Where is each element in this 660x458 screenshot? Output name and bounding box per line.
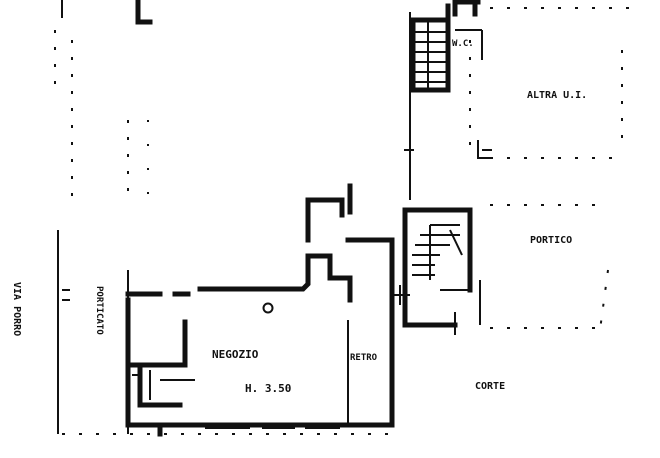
height-label: H. 3.50 [245, 382, 291, 395]
negozio-walls [125, 183, 410, 437]
via-porro-label: VIA PORRO [11, 282, 22, 336]
lower-stair [402, 207, 481, 335]
portico-label: PORTICO [530, 235, 572, 246]
upper-stair [410, 3, 483, 93]
porticato-label: PORTICATO [94, 286, 104, 335]
retro-label: RETRO [350, 353, 378, 363]
negozio-service-room [129, 319, 195, 408]
wc-label: W.C. [452, 39, 474, 49]
top-wall-fragments [61, 0, 481, 25]
corte-label: CORTE [475, 381, 505, 392]
dashed-boundaries [54, 7, 640, 331]
altra-ui-walls [477, 140, 492, 159]
altra-ui-label: ALTRA U.I. [527, 90, 587, 101]
central-walls [404, 12, 414, 200]
column-marker [262, 302, 274, 314]
negozio-label: NEGOZIO [212, 348, 259, 361]
